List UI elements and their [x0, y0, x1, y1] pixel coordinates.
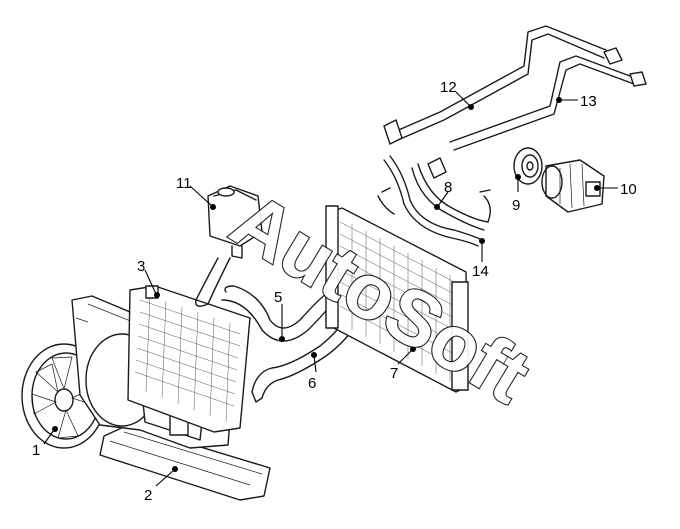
part-8-ac-pipe — [411, 157, 491, 231]
callout-1: 1 — [32, 442, 40, 459]
part-4-upper-hose — [195, 257, 231, 307]
part-11-expansion-tank — [207, 185, 263, 259]
callout-13: 13 — [580, 93, 597, 110]
callout-12: 12 — [440, 79, 457, 96]
callout-10: 10 — [620, 181, 637, 198]
callout-5: 5 — [274, 289, 282, 306]
callout-3: 3 — [137, 258, 145, 275]
part-9-compressor-pulley — [513, 147, 543, 185]
callout-9: 9 — [512, 197, 520, 214]
part-14-ac-pipe — [377, 155, 483, 247]
callout-6: 6 — [308, 375, 316, 392]
callout-labels: 1 2 3 4 5 6 7 8 9 10 11 12 13 14 — [32, 79, 637, 504]
part-12-ac-line — [383, 25, 607, 145]
callout-leaders — [43, 91, 618, 487]
callout-8: 8 — [444, 179, 452, 196]
callout-14: 14 — [472, 263, 489, 280]
part-13-ac-line — [449, 47, 647, 151]
part-3-radiator — [127, 285, 251, 433]
autosoft-watermark: AutoSoft — [217, 175, 545, 420]
callout-2: 2 — [144, 487, 152, 504]
callout-11: 11 — [176, 175, 192, 192]
part-10-ac-compressor — [541, 159, 605, 213]
part-7-condenser — [325, 205, 469, 393]
callout-7: 7 — [390, 365, 398, 382]
